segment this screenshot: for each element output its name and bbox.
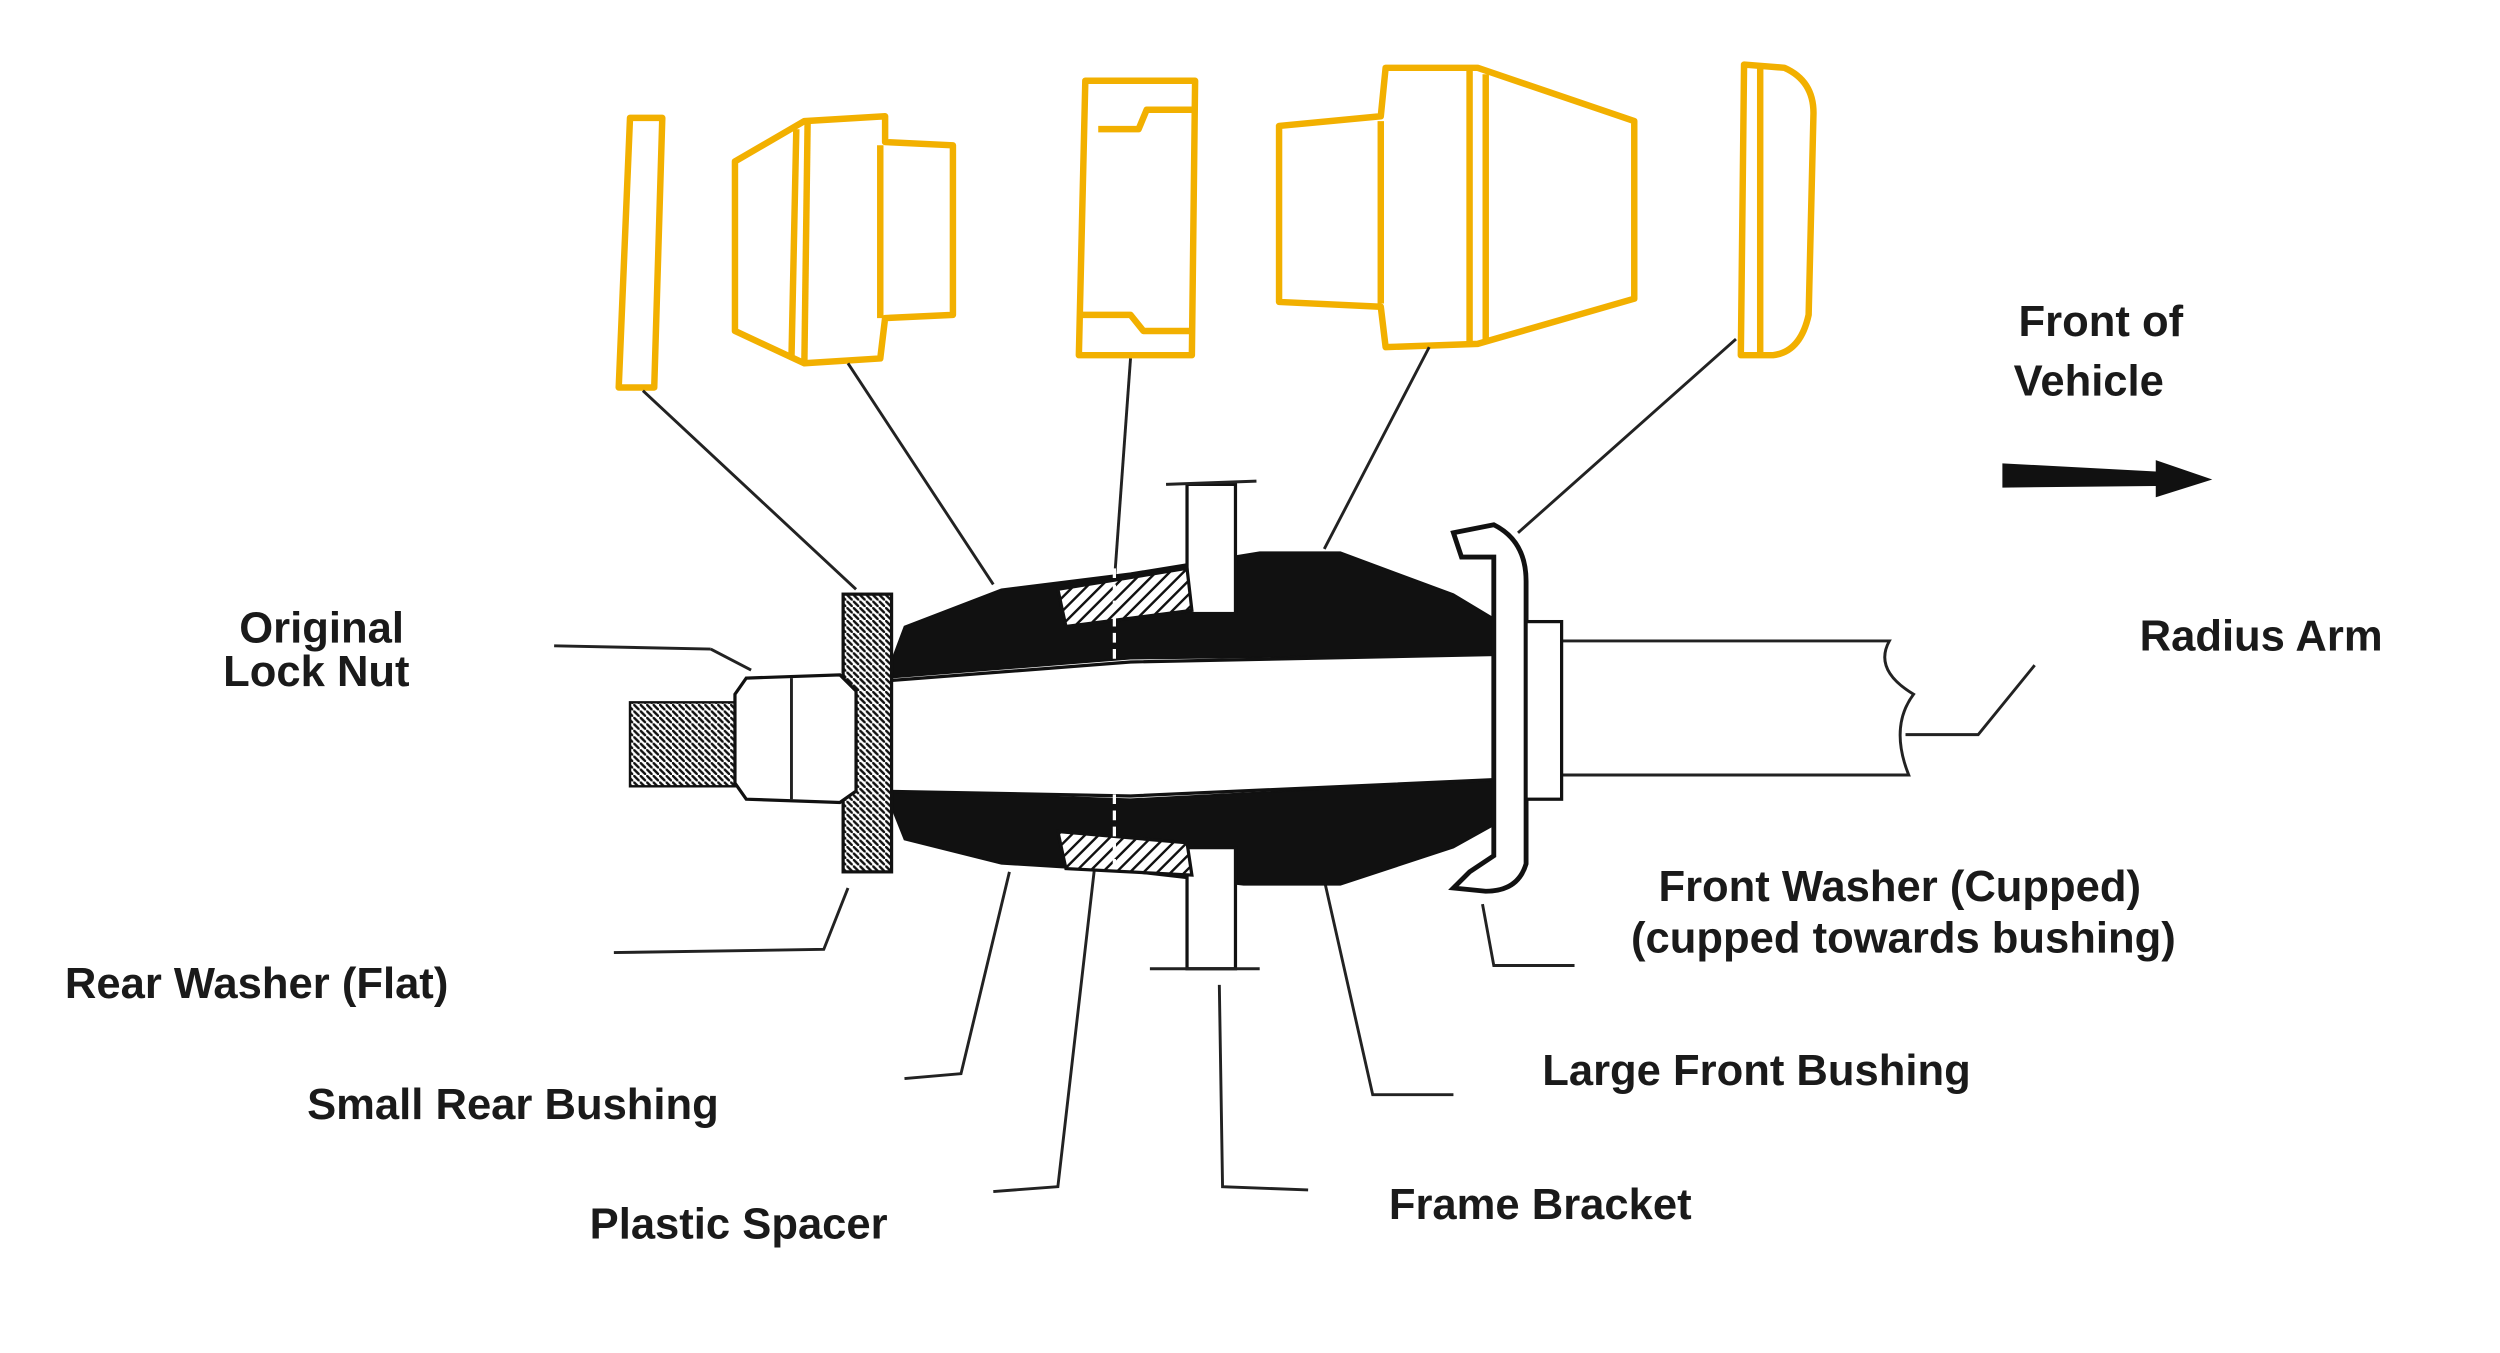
front-arrow-icon (2002, 460, 2213, 498)
leader-lines (554, 337, 2036, 1193)
assembled-view (628, 460, 2213, 971)
label-large-front-bushing: Large Front Bushing (1542, 1047, 1971, 1095)
exploded-large-front-bushing (1275, 64, 1638, 351)
label-original-lock-nut-2: Lock Nut (223, 648, 409, 696)
label-front-of-vehicle-2: Vehicle (2014, 358, 2164, 406)
label-radius-arm: Radius Arm (2140, 613, 2383, 661)
label-original-lock-nut-1: Original (239, 605, 404, 653)
exploded-plastic-spacer (1075, 77, 1199, 359)
front-washer (1448, 522, 1529, 894)
plastic-spacer (1055, 566, 1194, 629)
label-front-washer-1: Front Washer (Cupped) (1658, 863, 2141, 911)
exploded-front-washer (1737, 61, 1817, 359)
label-small-rear-bushing: Small Rear Bushing (307, 1081, 719, 1129)
exploded-rear-washer (615, 114, 666, 391)
label-plastic-spacer: Plastic Spacer (590, 1200, 888, 1248)
frame-bracket (1149, 479, 1260, 971)
label-front-washer-2: (cupped towards bushing) (1631, 915, 2176, 963)
label-frame-bracket: Frame Bracket (1389, 1181, 1692, 1229)
label-front-of-vehicle-1: Front of (2019, 298, 2184, 346)
original-lock-nut (628, 673, 858, 805)
exploded-small-rear-bushing (731, 113, 957, 367)
label-rear-washer: Rear Washer (Flat) (65, 960, 448, 1008)
